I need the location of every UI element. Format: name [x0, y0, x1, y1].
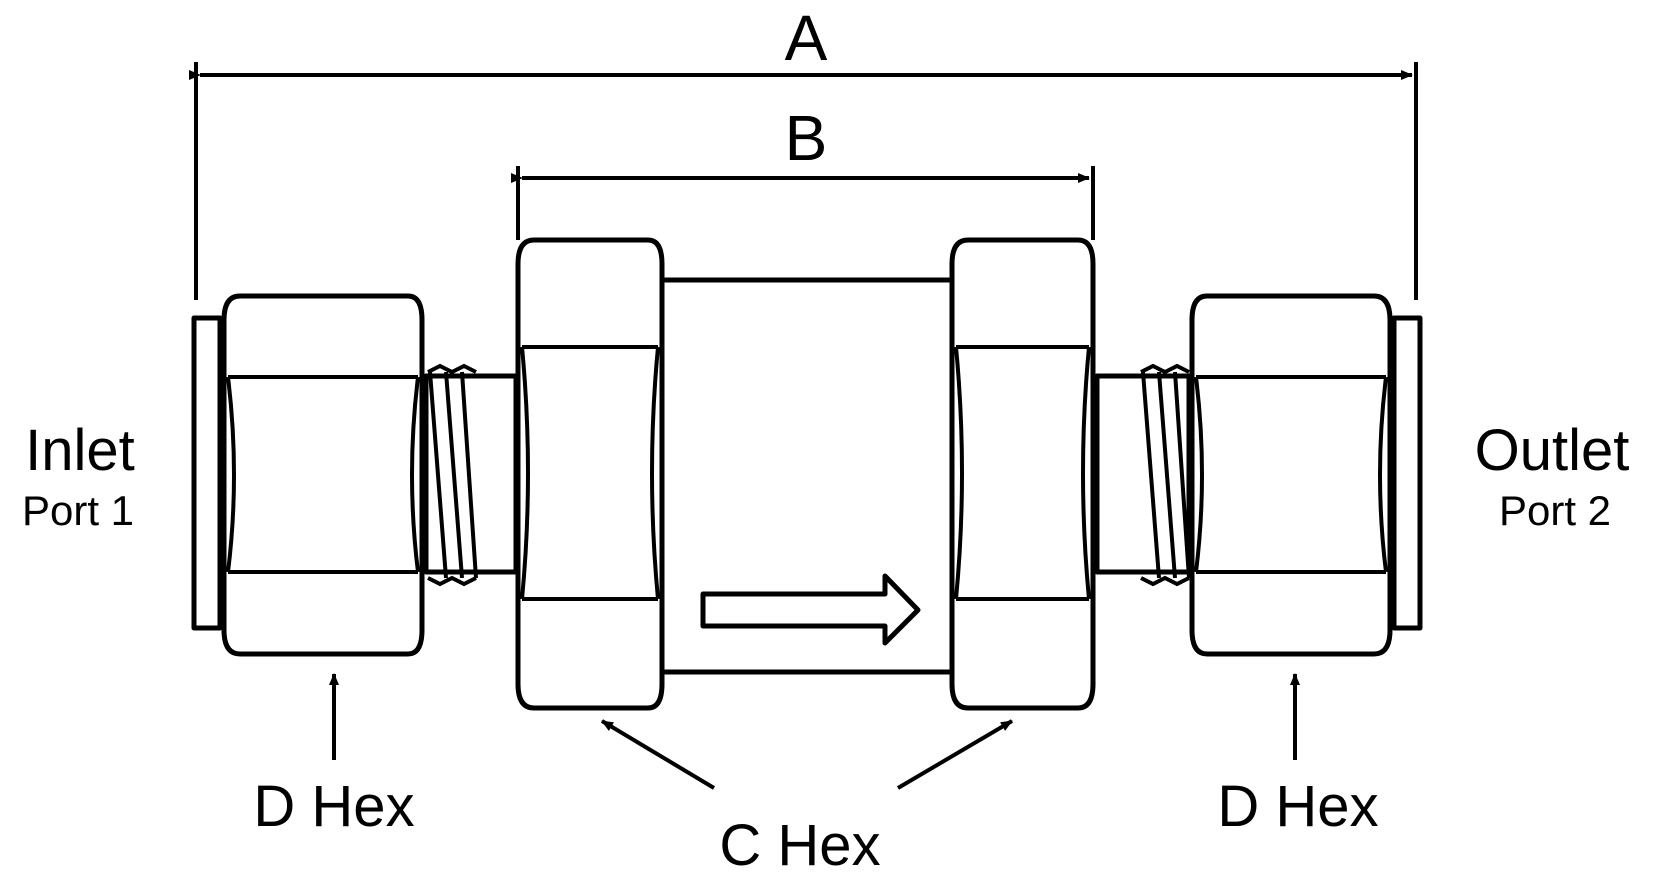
inlet-thread — [423, 363, 519, 587]
c-hex-left-pointer — [600, 719, 716, 790]
c-hex-right-pointer — [896, 719, 1014, 790]
dimension-b: B — [511, 102, 1095, 240]
c-hex-label: C Hex — [719, 813, 880, 878]
inlet-end-cap — [191, 315, 223, 631]
inlet-port-label: Port 1 — [22, 487, 134, 534]
dimension-a: A — [189, 2, 1418, 300]
outlet-end-cap — [1391, 315, 1423, 631]
flow-direction-arrow — [700, 573, 921, 646]
inlet-d-hex-nut — [221, 293, 425, 657]
outlet-thread — [1094, 363, 1192, 587]
d-hex-right-label: D Hex — [1217, 774, 1378, 839]
dimension-b-label: B — [785, 102, 828, 174]
d-hex-left-label: D Hex — [253, 774, 414, 839]
outlet-label: Outlet — [1475, 418, 1630, 483]
left-c-hex-nut — [515, 237, 665, 711]
outlet-d-hex-nut — [1189, 293, 1393, 657]
dimension-a-label: A — [785, 2, 828, 74]
right-c-hex-nut — [949, 237, 1096, 711]
inlet-label: Inlet — [25, 418, 135, 483]
outlet-port-label: Port 2 — [1499, 487, 1611, 534]
